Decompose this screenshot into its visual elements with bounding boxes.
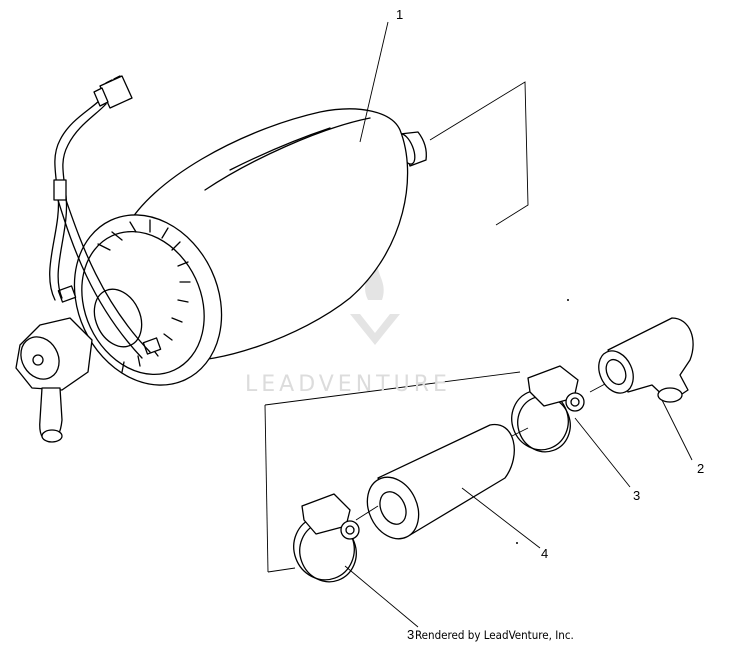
projection-frame-lower	[264, 371, 521, 573]
callout-4: 4	[541, 546, 549, 561]
leader-lines	[344, 21, 693, 628]
assembly-alignment-lines	[355, 383, 606, 521]
hose-clamp-lower	[293, 493, 360, 583]
callout-3-upper: 3	[633, 488, 641, 503]
projection-frame-upper	[429, 81, 529, 226]
fuel-pump-body	[57, 108, 427, 386]
callout-1: 1	[396, 7, 404, 22]
leadventure-logo-watermark	[350, 262, 400, 345]
inlet-fitting	[15, 317, 93, 443]
wiring-harness	[49, 99, 151, 359]
watermark-text: LEADVENTURE	[245, 372, 451, 397]
fuel-hose	[366, 423, 515, 540]
elbow-fitting	[598, 317, 694, 403]
wire-connector-plug	[93, 75, 133, 109]
stray-dots	[516, 299, 569, 544]
callout-2: 2	[697, 461, 705, 476]
footer-credit: Rendered by LeadVenture, Inc.	[415, 628, 574, 642]
hose-clamp-upper	[511, 365, 585, 453]
callout-3-lower: 3	[407, 627, 415, 642]
